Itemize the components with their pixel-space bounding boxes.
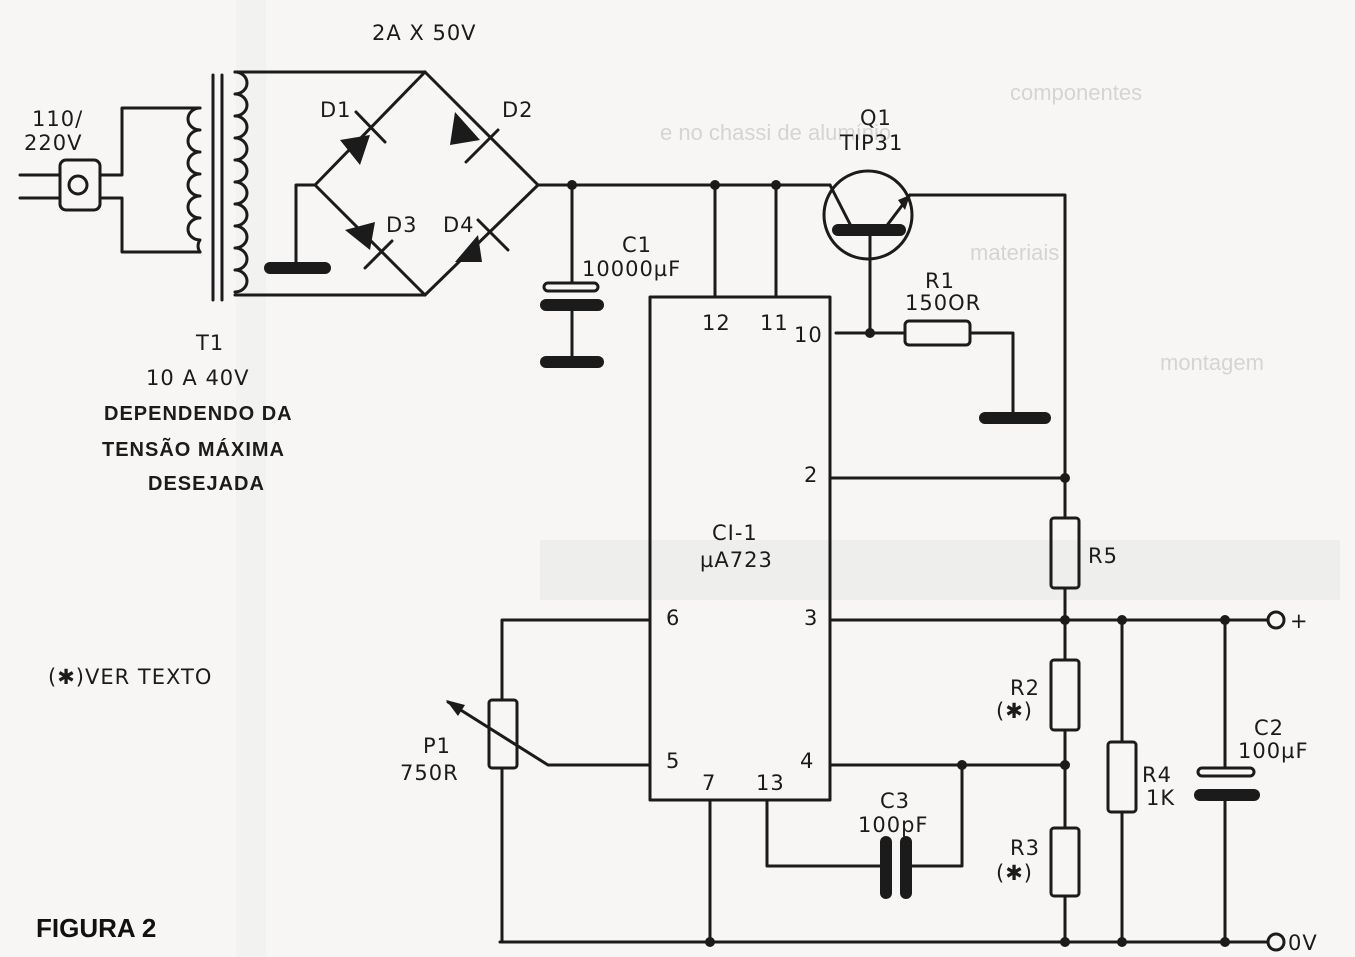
resistor-r1-icon — [834, 319, 1051, 424]
diode-d2-icon — [450, 112, 500, 164]
input-voltage-line1: 110/ — [32, 107, 83, 131]
diode-d3-icon — [345, 222, 394, 270]
junction-dot — [1060, 760, 1070, 770]
r1-ref: R1 — [925, 269, 955, 293]
ic-pin-3: 3 — [804, 606, 818, 630]
c3-value: 100pF — [858, 813, 929, 837]
transformer-note-line3: DESEJADA — [148, 473, 265, 495]
junction-dot — [771, 180, 781, 190]
junction-dot — [1060, 473, 1070, 483]
ic-pin-2: 2 — [804, 463, 818, 487]
output-0v-terminal — [1266, 932, 1286, 952]
transformer-note-line1: DEPENDENDO DA — [104, 403, 293, 425]
c3-ref: C3 — [880, 789, 910, 813]
diode-d1-label: D1 — [320, 98, 352, 122]
ic-pin-11: 11 — [760, 311, 789, 335]
junction-dot — [1117, 615, 1127, 625]
junction-dot — [1117, 937, 1127, 947]
r4-ref: R4 — [1142, 763, 1172, 787]
capacitor-c3-icon — [765, 763, 964, 899]
junction-dot — [710, 180, 720, 190]
r1-value: 150OR — [905, 291, 981, 315]
terminal-0v-label: 0V — [1288, 931, 1318, 955]
diode-d4-icon — [455, 218, 510, 262]
r3-ref: R3 — [1010, 836, 1040, 860]
power-plug-icon — [18, 106, 202, 254]
figure-label: FIGURA 2 — [36, 913, 156, 943]
q1-value: TIP31 — [839, 131, 903, 155]
ic-pin-4: 4 — [800, 749, 814, 773]
p1-ref: P1 — [423, 734, 451, 758]
transformer-ref: T1 — [195, 331, 224, 355]
r5-ref: R5 — [1088, 544, 1118, 568]
diode-d1-icon — [340, 110, 387, 165]
transformer-rating: 10 A 40V — [146, 366, 250, 390]
transistor-q1-icon — [822, 169, 914, 335]
input-voltage-line2: 220V — [24, 131, 82, 155]
diode-d3-label: D3 — [386, 213, 418, 237]
junction-dot — [1220, 615, 1230, 625]
junction-dot — [567, 180, 577, 190]
c1-value: 10000µF — [582, 257, 681, 281]
p1-value: 750R — [400, 761, 459, 785]
dc-rail-wiring — [536, 183, 1067, 480]
junction-dot — [1060, 615, 1070, 625]
c1-ref: C1 — [622, 233, 652, 257]
transformer-note-line2: TENSÃO MÁXIMA — [102, 438, 285, 461]
svg-text:montagem: montagem — [1160, 350, 1264, 375]
ic-pin-7: 7 — [702, 771, 716, 795]
ic-723-body — [648, 295, 832, 802]
bridge-rating: 2A X 50V — [372, 21, 477, 45]
svg-text:e no chassi de alumínio: e no chassi de alumínio — [660, 120, 891, 145]
ic-pin-5: 5 — [666, 749, 680, 773]
bridge-wiring — [233, 70, 540, 297]
q1-ref: Q1 — [860, 106, 892, 130]
output-network-wiring — [498, 476, 1270, 944]
r2-ref: R2 — [1010, 676, 1040, 700]
junction-dot — [1220, 937, 1230, 947]
ic-value: µA723 — [700, 548, 773, 572]
r3-note: (✱) — [996, 861, 1033, 885]
junction-dot — [1060, 937, 1070, 947]
transformer-icon — [186, 70, 249, 302]
ic-pin-6: 6 — [666, 606, 680, 630]
c2-value: 100µF — [1238, 739, 1309, 763]
ic-pin-10: 10 — [794, 323, 823, 347]
output-plus-terminal — [1266, 610, 1286, 630]
diode-d4-label: D4 — [443, 213, 475, 237]
terminal-plus-label: + — [1290, 609, 1309, 633]
junction-dot — [865, 328, 875, 338]
bleed-through-text: componentes e no chassi de alumínio mate… — [236, 0, 1340, 957]
c2-ref: C2 — [1254, 716, 1284, 740]
capacitor-c1-icon — [540, 281, 604, 368]
diode-d2-label: D2 — [502, 98, 534, 122]
footnote-text: (✱)VER TEXTO — [48, 665, 212, 689]
r2-note: (✱) — [996, 699, 1033, 723]
svg-text:componentes: componentes — [1010, 80, 1142, 105]
ic-ref: CI-1 — [712, 521, 758, 545]
svg-text:materiais: materiais — [970, 240, 1059, 265]
ic-pin-13: 13 — [756, 771, 785, 795]
potentiometer-p1-icon — [446, 618, 652, 944]
ic-pin-12: 12 — [702, 311, 731, 335]
r4-value: 1K — [1146, 786, 1175, 810]
